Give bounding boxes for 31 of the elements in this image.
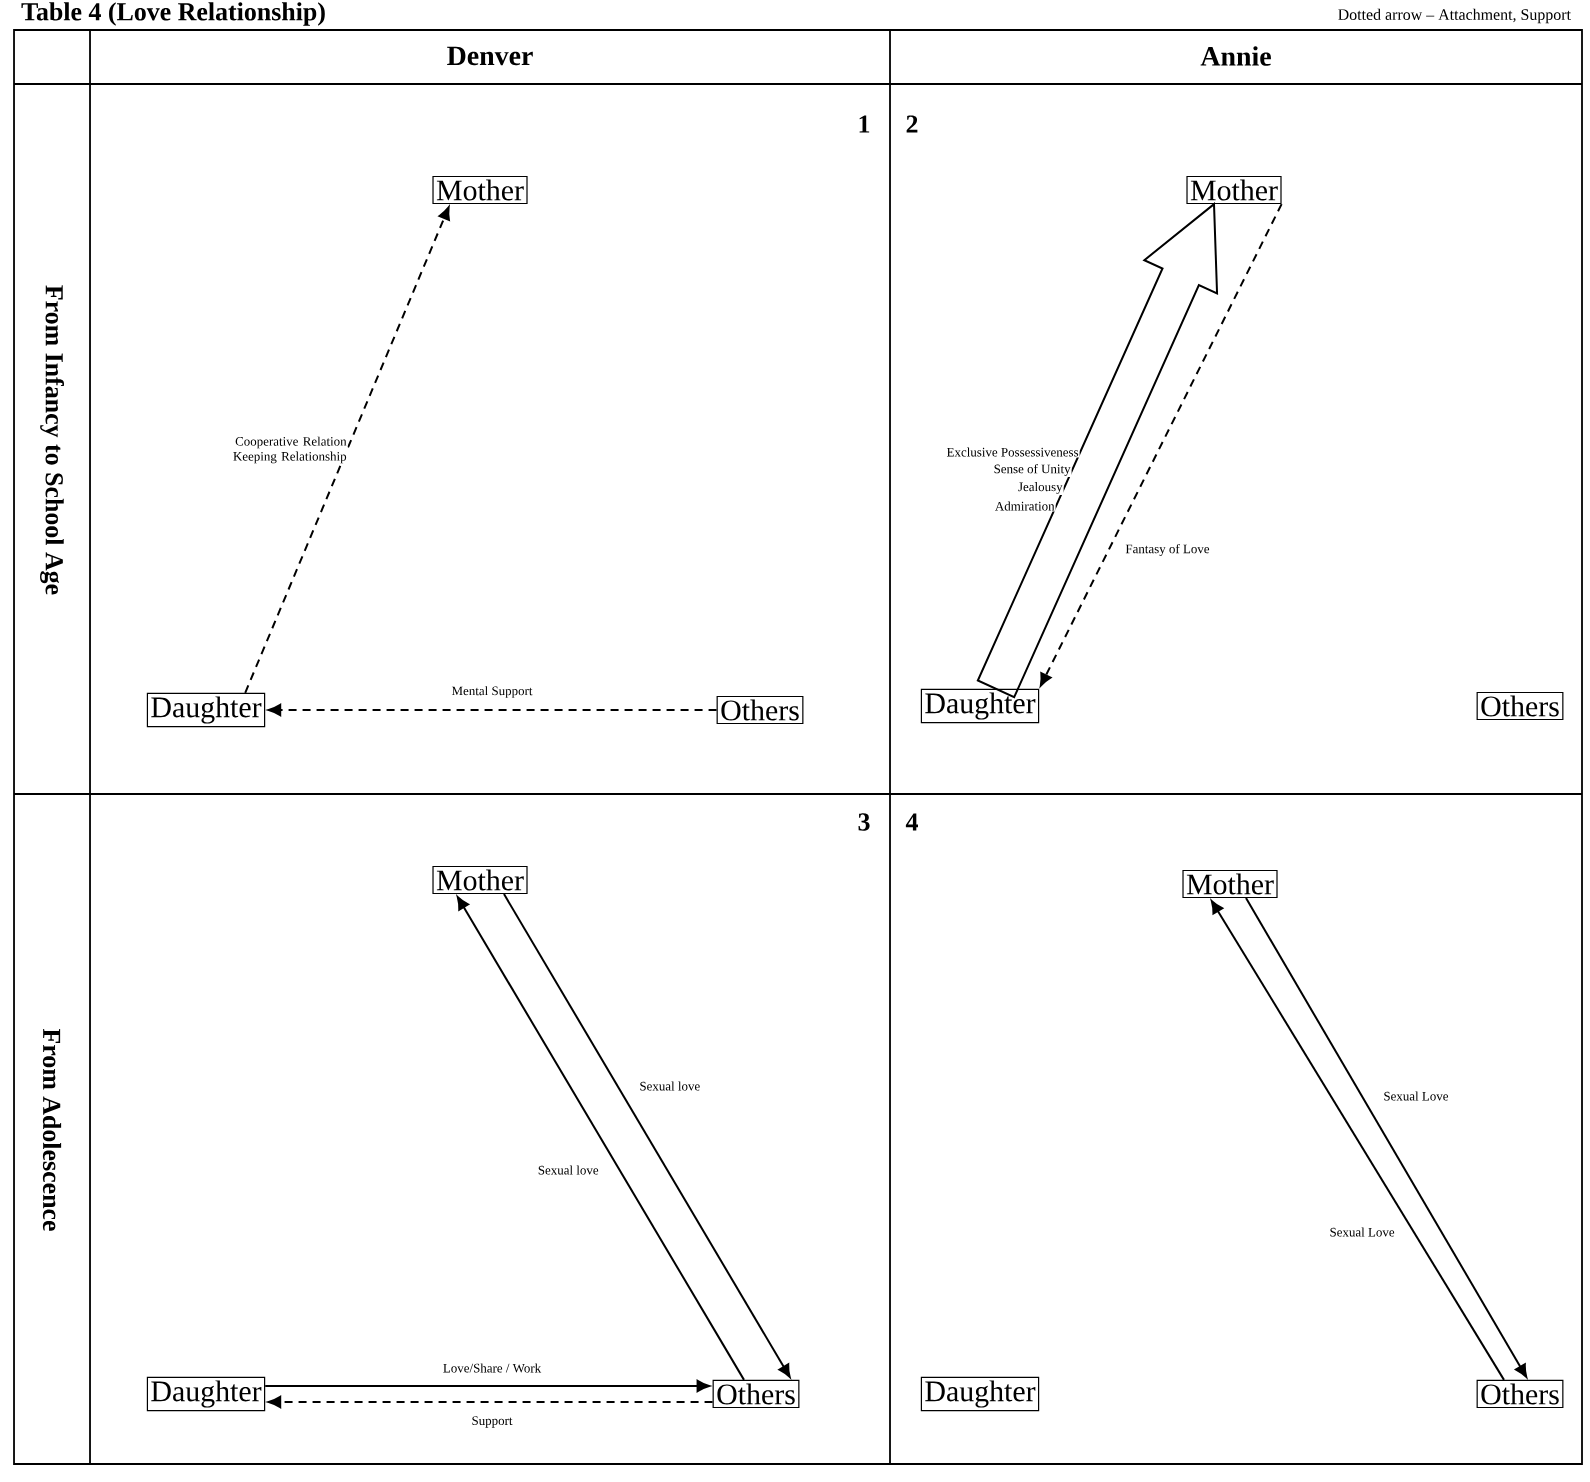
- column-header: Denver: [447, 46, 533, 66]
- title: Table 4 (Love Relationship): [21, 2, 325, 26]
- person-box: Daughter: [920, 1376, 1040, 1412]
- person-box: Daughter: [146, 692, 266, 728]
- cell-number: 3: [858, 813, 870, 831]
- person-box: Others: [716, 695, 804, 725]
- arrow: [267, 1395, 714, 1409]
- person-box: Others: [1476, 1379, 1564, 1409]
- arrow: [1210, 900, 1505, 1381]
- person-box: Others: [1476, 691, 1564, 721]
- person-box: Mother: [432, 175, 528, 205]
- cell-number: 1: [859, 115, 870, 133]
- arrow: [244, 206, 450, 694]
- cell-number: 4: [905, 813, 918, 831]
- person-box: Mother: [432, 865, 528, 895]
- arrow: [456, 896, 745, 1381]
- arrow: [267, 703, 718, 717]
- arrow: [1039, 203, 1283, 687]
- person-box: Others: [712, 1379, 800, 1409]
- row-header: From Adolescence: [42, 1028, 62, 1231]
- person-box: Daughter: [920, 688, 1040, 724]
- person-box: Mother: [1182, 869, 1278, 899]
- row-header: From Infancy to School Age: [40, 285, 64, 595]
- arrow: [1245, 897, 1528, 1378]
- person-box: Mother: [1186, 175, 1282, 205]
- column-header: Annie: [1200, 46, 1271, 66]
- arrow: [264, 1379, 710, 1393]
- block-arrow: [976, 202, 1219, 699]
- cell-number: 2: [906, 115, 918, 133]
- person-box: Daughter: [146, 1376, 266, 1412]
- arrow: [503, 893, 791, 1378]
